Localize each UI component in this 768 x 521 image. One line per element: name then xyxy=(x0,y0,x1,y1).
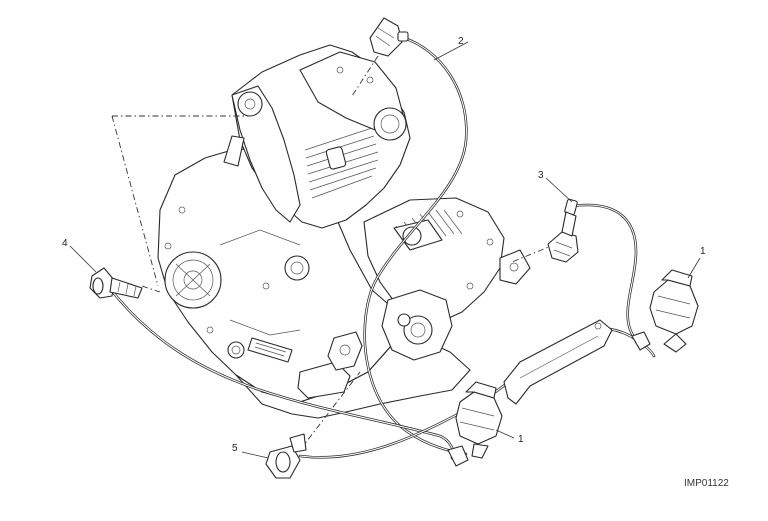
callout-2: 2 xyxy=(458,36,464,47)
spark-plug-cap-4 xyxy=(89,267,143,299)
spark-plug-cap-5 xyxy=(265,433,307,479)
engine-assembly xyxy=(157,44,531,419)
spark-plug-cap-3 xyxy=(547,198,579,263)
coil-mounting-bracket xyxy=(503,319,613,405)
ducati-logo-plate xyxy=(247,337,293,363)
callout-1-lower: 1 xyxy=(518,434,524,445)
callout-1-upper: 1 xyxy=(700,246,706,257)
spark-plug-cap-2 xyxy=(369,17,409,57)
drawing-code: IMP01122 xyxy=(684,478,729,489)
ignition-coil-upper xyxy=(631,269,699,353)
callout-5: 5 xyxy=(232,443,238,454)
callout-3: 3 xyxy=(538,170,544,181)
callout-4: 4 xyxy=(62,238,68,249)
ignition-coil-lower xyxy=(447,381,503,467)
callouts: 2 3 4 1 1 5 xyxy=(62,36,706,459)
assembly-dashed-lines xyxy=(111,55,557,451)
